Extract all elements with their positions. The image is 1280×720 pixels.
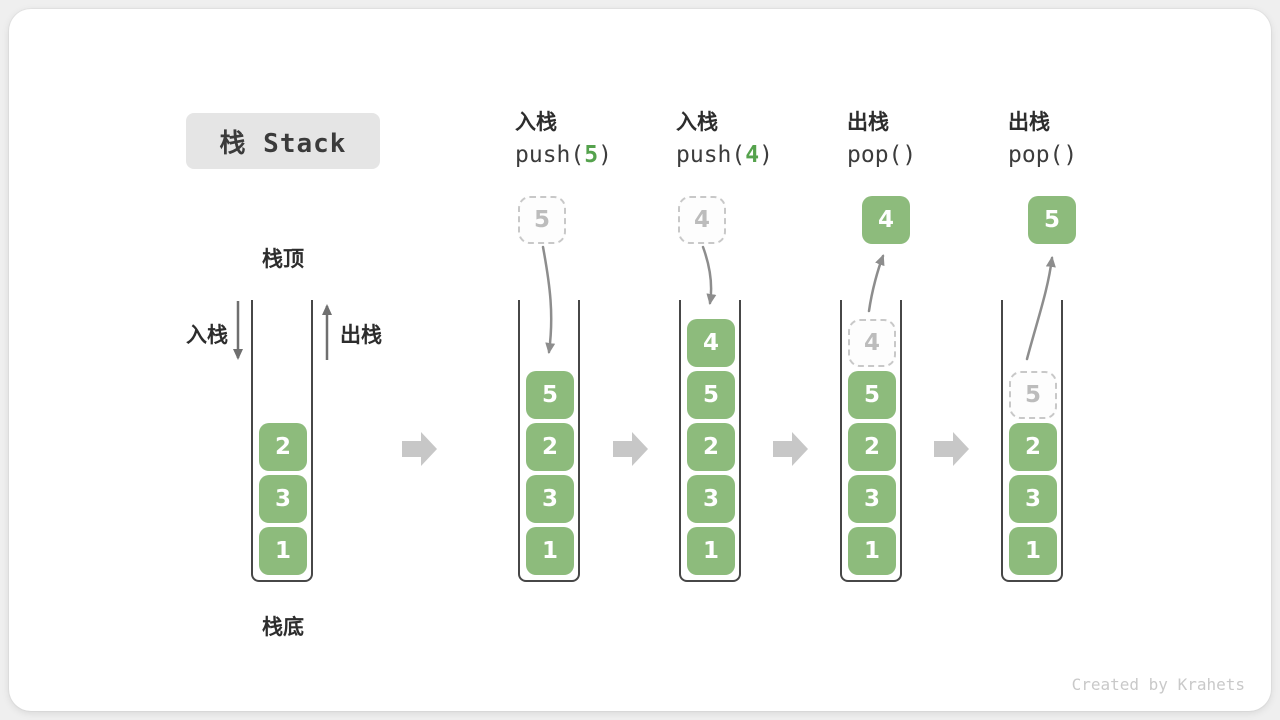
stack-cell: 3	[848, 475, 896, 523]
op-code-label: push(4)	[676, 142, 826, 168]
op-cn-label: 入栈	[515, 110, 557, 134]
stack-container-pop-first	[840, 300, 902, 582]
watermark: Created by Krahets	[1071, 675, 1245, 694]
stack-cell: 1	[848, 527, 896, 575]
floating-ghost-cell: 5	[518, 196, 566, 244]
stack-cell: 3	[526, 475, 574, 523]
op-label-push4: 入栈 push(4)	[676, 106, 826, 168]
popped-cell: 4	[862, 196, 910, 244]
push-direction-label: 入栈	[186, 323, 228, 347]
stack-cell: 2	[259, 423, 307, 471]
stack-cell: 2	[1009, 423, 1057, 471]
stack-cell: 2	[848, 423, 896, 471]
code-post: )	[598, 142, 612, 168]
stack-cell: 2	[687, 423, 735, 471]
code-pre: push(	[515, 142, 585, 168]
stack-cell: 1	[687, 527, 735, 575]
stack-cell: 2	[526, 423, 574, 471]
op-cn-label: 出栈	[1008, 110, 1050, 134]
stack-cell: 5	[848, 371, 896, 419]
stack-cell: 1	[1009, 527, 1057, 575]
ghost-slot-cell: 5	[1009, 371, 1057, 419]
pop-direction-label: 出栈	[340, 323, 382, 347]
op-label-push5: 入栈 push(5)	[515, 106, 665, 168]
stack-cell: 5	[526, 371, 574, 419]
stack-cell: 3	[259, 475, 307, 523]
stack-container-push5	[518, 300, 580, 582]
code-post: )	[759, 142, 773, 168]
op-code-label: push(5)	[515, 142, 665, 168]
op-label-pop-second: 出栈 pop()	[1008, 106, 1158, 168]
op-label-pop-first: 出栈 pop()	[847, 106, 997, 168]
code-arg: 4	[745, 142, 760, 168]
popped-cell: 5	[1028, 196, 1076, 244]
op-code-label: pop()	[1008, 142, 1158, 168]
stack-container-push4	[679, 300, 741, 582]
stack-cell: 3	[1009, 475, 1057, 523]
op-code-label: pop()	[847, 142, 997, 168]
title-badge: 栈 Stack	[186, 113, 380, 169]
stack-cell: 1	[526, 527, 574, 575]
op-cn-label: 出栈	[847, 110, 889, 134]
code-arg: 5	[584, 142, 599, 168]
stack-container-initial	[251, 300, 313, 582]
code-pre: push(	[676, 142, 746, 168]
op-cn-label: 入栈	[676, 110, 718, 134]
stack-cell: 3	[687, 475, 735, 523]
code-pre: pop()	[1008, 142, 1078, 168]
stack-container-pop-second	[1001, 300, 1063, 582]
ghost-slot-cell: 4	[848, 319, 896, 367]
stack-cell: 4	[687, 319, 735, 367]
stack-cell: 5	[687, 371, 735, 419]
stack-cell: 1	[259, 527, 307, 575]
code-pre: pop()	[847, 142, 917, 168]
stack-bottom-label: 栈底	[262, 615, 304, 639]
floating-ghost-cell: 4	[678, 196, 726, 244]
stack-top-label: 栈顶	[262, 247, 304, 271]
